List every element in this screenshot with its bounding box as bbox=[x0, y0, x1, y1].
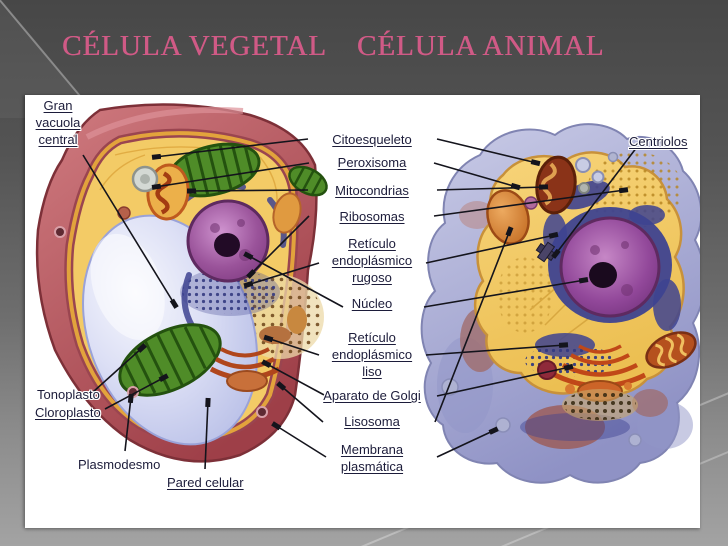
membrane-patch bbox=[632, 389, 668, 417]
connector-lisosoma-right bbox=[434, 226, 514, 423]
connector-lisosoma-left bbox=[276, 381, 324, 423]
label-cloroplasto: Cloroplasto bbox=[35, 405, 101, 420]
plant-peroxisome bbox=[131, 165, 159, 193]
connector-nucleo-right bbox=[423, 277, 589, 308]
label-ribosomas: Ribosomas bbox=[339, 209, 405, 224]
label-plasmodesmo: Plasmodesmo bbox=[78, 457, 161, 472]
title-celula-animal: CÉLULA ANIMAL bbox=[356, 30, 605, 62]
plant-cell-illustration bbox=[35, 103, 328, 463]
label-mitocondrias: Mitocondrias bbox=[335, 183, 409, 198]
connector-peroxisoma-left bbox=[151, 162, 310, 190]
connector-pared-celular bbox=[204, 397, 211, 470]
cell-diagram-art bbox=[35, 103, 700, 484]
animal-cell-illustration bbox=[420, 123, 700, 484]
connector-ribosomas-right bbox=[433, 187, 629, 217]
slide-title: CÉLULA VEGETAL CÉLULA ANIMAL bbox=[62, 30, 604, 63]
connector-peroxisoma-right bbox=[433, 162, 521, 191]
label-tonoplasto: Tonoplasto bbox=[37, 387, 100, 402]
amyloplast bbox=[287, 306, 307, 334]
connector-cloroplasto bbox=[104, 373, 169, 410]
connector-mitocondrias-right bbox=[436, 184, 549, 191]
chloroplast-bottom bbox=[118, 323, 222, 397]
centriole-pair bbox=[535, 241, 557, 263]
connector-ribosomas-left bbox=[246, 215, 310, 279]
label-gran-vacuola-central: Gran vacuola central bbox=[35, 98, 81, 147]
connector-golgi-right bbox=[436, 363, 574, 397]
connector-citoesqueleto-right bbox=[436, 138, 541, 167]
label-connector-lines bbox=[82, 138, 638, 470]
connector-reticulo-rugoso-right bbox=[425, 231, 559, 264]
membrane-patch bbox=[459, 201, 495, 229]
animal-vesicle bbox=[575, 157, 591, 173]
connector-nucleo-left bbox=[243, 251, 344, 308]
plant-nucleolus bbox=[214, 233, 240, 257]
title-celula-vegetal: CÉLULA VEGETAL bbox=[62, 30, 327, 62]
label-nucleo: Núcleo bbox=[351, 296, 393, 311]
label-reticulo-endoplasmico-rugoso: Retículo endoplásmico rugoso bbox=[331, 236, 413, 285]
animal-vesicle bbox=[591, 170, 605, 184]
animal-nucleus bbox=[559, 216, 661, 318]
label-peroxisoma: Peroxisoma bbox=[337, 155, 407, 170]
label-lisosoma: Lisosoma bbox=[344, 414, 400, 429]
label-reticulo-endoplasmico-liso: Retículo endoplásmico liso bbox=[331, 330, 413, 379]
plasmodesma-dot bbox=[54, 226, 66, 238]
connector-gran-vacuola bbox=[82, 154, 179, 309]
plant-vesicle bbox=[117, 206, 131, 220]
plant-organelle bbox=[272, 192, 302, 234]
connector-reticulo-liso-right bbox=[425, 342, 569, 356]
diagram-panel: Gran vacuola central Tonoplasto Cloropla… bbox=[25, 95, 700, 528]
chloroplast-top bbox=[167, 142, 261, 198]
animal-peroxisome bbox=[578, 182, 590, 194]
label-membrana-plasmatica: Membrana plasmática bbox=[340, 442, 404, 474]
label-citoesqueleto: Citoesqueleto bbox=[332, 132, 412, 147]
animal-vesicle bbox=[607, 151, 619, 163]
chloroplast-right bbox=[288, 165, 328, 197]
connector-membrana-left bbox=[271, 421, 327, 458]
connector-reticulo-liso-left bbox=[263, 334, 320, 356]
connector-membrana-right bbox=[436, 426, 499, 458]
plasmodesma-dot bbox=[256, 406, 268, 418]
animal-mitochondrion bbox=[645, 331, 697, 369]
label-centriolos: Centriolos bbox=[629, 134, 688, 149]
label-pared-celular: Pared celular bbox=[167, 475, 244, 490]
connector-tonoplasto bbox=[92, 343, 147, 393]
connector-citoesqueleto-left bbox=[151, 138, 309, 160]
connector-centriolos bbox=[551, 146, 638, 259]
connector-golgi-left bbox=[261, 359, 327, 397]
label-aparato-de-golgi: Aparato de Golgi bbox=[323, 388, 421, 403]
animal-mitochondrion bbox=[535, 155, 577, 215]
connector-plasmodesmo bbox=[124, 393, 134, 452]
animal-nucleolus bbox=[589, 262, 617, 288]
connector-mitocondrias-left bbox=[186, 188, 309, 194]
